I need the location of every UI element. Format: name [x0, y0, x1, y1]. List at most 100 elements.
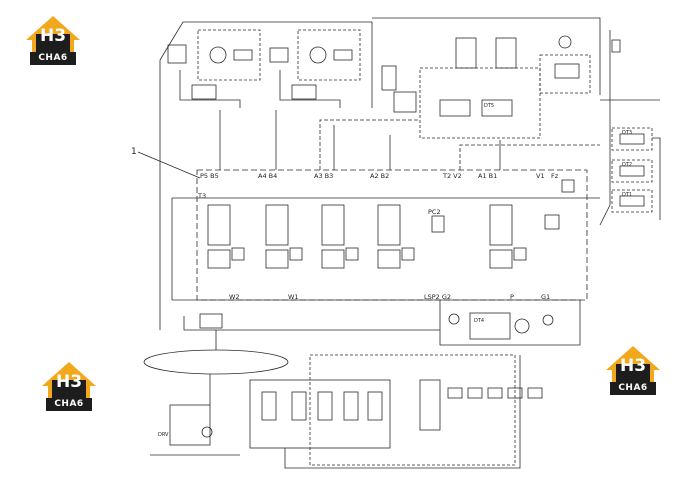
pilot-line-b — [459, 144, 600, 170]
gauge-g2 — [448, 313, 460, 325]
section-lower-3 — [321, 249, 345, 269]
steering-spool — [554, 63, 580, 79]
bottom-valve-bank — [249, 379, 391, 449]
top-check-2 — [291, 84, 317, 100]
top-valve-2 — [269, 47, 289, 63]
bottom-spool-4 — [343, 391, 359, 421]
cylinder-1 — [455, 37, 477, 69]
label-dt5: DT5 — [484, 103, 494, 109]
pump-symbol-1 — [209, 46, 227, 64]
bottom-coil-2 — [467, 387, 483, 399]
label-dt1: DT1 — [622, 192, 632, 198]
bottom-spool-5 — [367, 391, 383, 421]
dt2-spool — [619, 165, 645, 177]
label-p5b5: P5 B5 — [200, 172, 219, 180]
bottom-pilot-frame — [309, 354, 516, 466]
top-right-frame — [372, 17, 601, 95]
top-line-1 — [179, 70, 241, 108]
top-valve-block-2 — [297, 29, 361, 81]
hydraulic-tank — [143, 349, 289, 375]
callout-number: 1 — [131, 147, 137, 157]
label-a2b2: A2 B2 — [370, 172, 389, 180]
label-v1: V1 — [536, 172, 545, 180]
v1-valve — [561, 179, 575, 193]
label-dt2: DT2 — [622, 162, 632, 168]
dt4-block — [469, 312, 511, 340]
steering-valve-block — [539, 54, 591, 94]
dt3-spool — [619, 133, 645, 145]
accumulator-valve-1 — [439, 99, 471, 117]
section-spool-1 — [489, 204, 513, 246]
label-t3: T3 — [197, 192, 206, 200]
top-line-2 — [279, 70, 341, 108]
logo-house-icon — [606, 346, 660, 384]
logo-monogram: H3 — [619, 356, 647, 376]
top-spool-1 — [233, 49, 253, 61]
label-dt4: DT4 — [474, 318, 484, 324]
relief-5 — [231, 247, 245, 261]
filter-top — [611, 39, 621, 53]
right-pilot-line — [599, 30, 611, 226]
bottom-spool-1 — [261, 391, 277, 421]
label-w2: W2 — [229, 293, 240, 301]
label-fz: Fz — [551, 172, 559, 180]
logo-house-icon — [26, 16, 80, 54]
relief-2 — [401, 247, 415, 261]
accumulator-valve-2 — [481, 99, 513, 117]
section-lower-5 — [207, 249, 231, 269]
pump-unit-pump — [201, 426, 213, 438]
dt3-block — [611, 127, 653, 151]
logo-wordmark: CHA6 — [610, 382, 656, 395]
filter-bottom — [199, 313, 223, 329]
top-check-1 — [191, 84, 217, 100]
logo-top-left: H3 CHA6 — [24, 14, 82, 66]
bottom-coil-3 — [487, 387, 503, 399]
logo-house-icon — [42, 362, 96, 400]
section-lower-4 — [265, 249, 289, 269]
section-lower-1 — [489, 249, 513, 269]
side-valve — [381, 65, 397, 91]
bottom-spool-3 — [317, 391, 333, 421]
logo-right: H3 CHA6 — [604, 344, 662, 396]
label-a1b1: A1 B1 — [478, 172, 497, 180]
bottom-coil-5 — [527, 387, 543, 399]
fz-valve — [544, 214, 560, 230]
label-pc2: PC2 — [428, 208, 441, 216]
label-g1: G1 — [541, 293, 550, 301]
pc2-valve — [431, 215, 445, 233]
dt1-block — [611, 189, 653, 213]
cylinder-2 — [495, 37, 517, 69]
logo-monogram: H3 — [39, 26, 67, 46]
side-valve-2 — [393, 91, 417, 113]
logo-monogram: H3 — [55, 372, 83, 392]
label-p: P — [510, 293, 514, 301]
section-lower-2 — [377, 249, 401, 269]
callout-leader — [137, 151, 201, 179]
logo-bottom-left: H3 CHA6 — [40, 360, 98, 412]
section-spool-4 — [265, 204, 289, 246]
top-valve-block-1 — [197, 29, 261, 81]
return-to-tank — [183, 316, 440, 331]
bottom-return-loop — [284, 355, 521, 469]
section-spool-3 — [321, 204, 345, 246]
label-a4b4: A4 B4 — [258, 172, 277, 180]
main-valve-bank — [196, 169, 588, 301]
steering-pump — [558, 35, 572, 49]
bottom-spool-2 — [291, 391, 307, 421]
top-spool-2 — [333, 49, 353, 61]
label-t2v2: T2 V2 — [442, 172, 462, 180]
top-valve-1 — [167, 44, 187, 64]
label-lsp2g2: LSP2 G2 — [424, 293, 451, 301]
gauge-g1 — [542, 314, 554, 326]
relief-4 — [289, 247, 303, 261]
dt1-spool — [619, 195, 645, 207]
section-spool-5 — [207, 204, 231, 246]
relief-1 — [513, 247, 527, 261]
section-spool-2 — [377, 204, 401, 246]
label-a3b3: A3 B3 — [314, 172, 333, 180]
pump-motor — [514, 318, 530, 334]
label-w1: W1 — [288, 293, 299, 301]
logo-wordmark: CHA6 — [46, 398, 92, 411]
logo-wordmark: CHA6 — [30, 52, 76, 65]
